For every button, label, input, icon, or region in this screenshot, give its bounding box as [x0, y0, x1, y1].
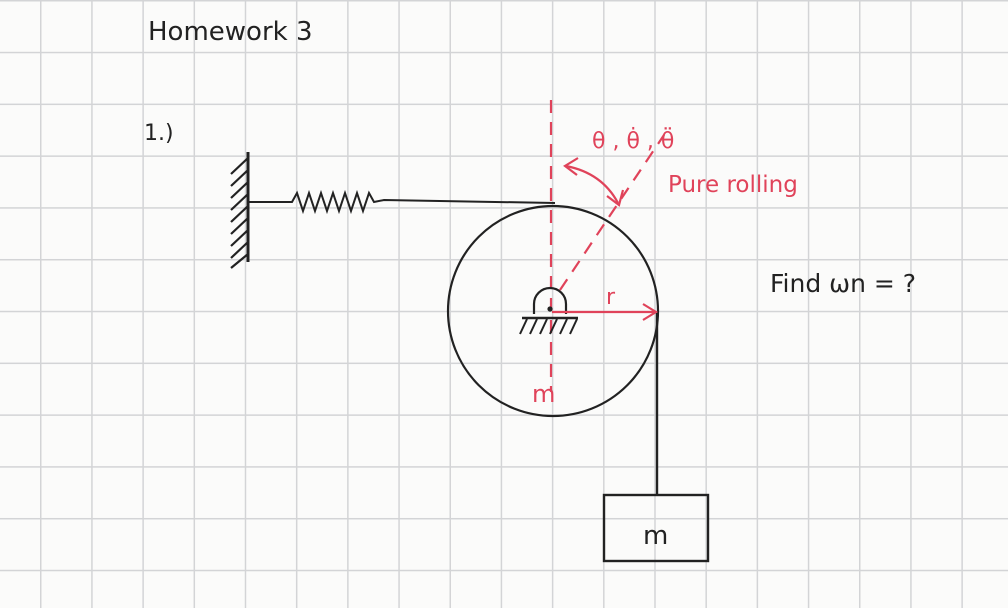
radius-label: r	[606, 285, 616, 310]
rotated-reference-line	[559, 134, 665, 291]
pin-support	[519, 286, 578, 335]
homework-title: Homework 3	[148, 17, 313, 47]
pure-rolling-label: Pure rolling	[668, 172, 798, 198]
question-text: Find ωn = ?	[770, 269, 916, 298]
theta-angle-arrow	[563, 157, 625, 207]
angle-label: θ , θ̇ , θ̈	[592, 127, 674, 154]
radius-arrow	[552, 303, 659, 321]
spring	[248, 189, 556, 215]
block-mass-label: m	[643, 521, 668, 551]
hanging-block	[602, 493, 710, 563]
disk-mass-label: m	[532, 380, 555, 408]
problem-number: 1.)	[144, 121, 174, 146]
disk	[446, 204, 660, 418]
fixed-wall	[230, 152, 250, 269]
